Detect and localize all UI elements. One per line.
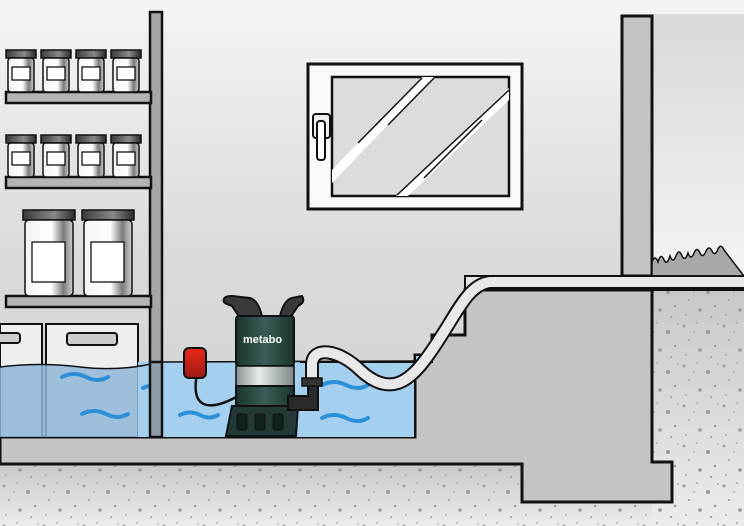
jar-row-middle bbox=[5, 134, 142, 178]
jar-row-bottom bbox=[22, 209, 135, 297]
outer-wall-pillar bbox=[620, 14, 654, 278]
submersible-pump: metabo bbox=[222, 294, 323, 437]
basement-window bbox=[306, 62, 524, 211]
pump-brand-label: metabo bbox=[243, 334, 282, 346]
shelf-post-submerged bbox=[148, 360, 164, 439]
discharge-hose bbox=[305, 275, 744, 392]
jar-row-top bbox=[5, 49, 142, 93]
window-handle-icon bbox=[312, 113, 331, 161]
outdoor-sky bbox=[652, 14, 744, 276]
grass bbox=[651, 245, 744, 277]
